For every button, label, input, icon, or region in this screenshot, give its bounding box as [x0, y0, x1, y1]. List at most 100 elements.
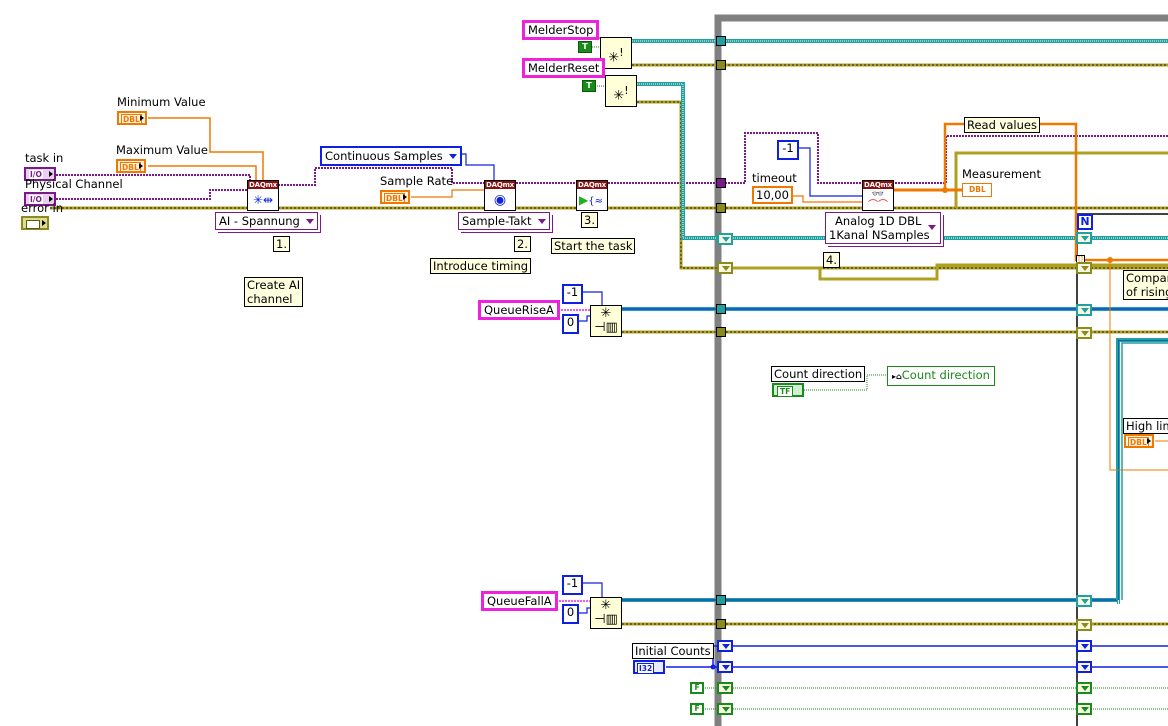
local-variable-icon: ▸⌂	[892, 372, 902, 381]
daqmx-header: DAQmx	[248, 181, 278, 189]
shift-register[interactable]	[717, 262, 733, 274]
high-limit-control[interactable]: DBL	[1124, 434, 1154, 448]
local-variable-text: Count direction	[901, 368, 990, 382]
count-direction-control[interactable]: TF	[772, 383, 804, 397]
dbl-type-tag: DBL	[384, 193, 405, 204]
high-limit-label: High lim	[1123, 418, 1168, 434]
io-type-tag: I/O	[29, 170, 43, 179]
measurement-indicator[interactable]: DBL	[962, 183, 992, 197]
shift-register[interactable]	[717, 640, 733, 652]
for-loop-tunnel	[1076, 682, 1092, 694]
wire-junction	[710, 664, 716, 670]
tf-type-tag: TF	[777, 386, 794, 397]
terminal-arrow-icon	[49, 171, 53, 177]
minimum-value-label: Minimum Value	[117, 95, 206, 109]
wire-read-values	[943, 122, 1168, 262]
daqmx-create-channel-node[interactable]: DAQmx✳︎⇹	[247, 180, 279, 211]
wire-read-samples	[795, 147, 862, 197]
count-direction-local-variable[interactable]: ▸⌂Count direction	[887, 366, 995, 386]
wire-rise-size	[579, 291, 603, 307]
melder-reset-constant[interactable]: MelderReset	[522, 58, 606, 78]
obtain-queue-fall-node[interactable]: ✳︎⊣▥	[590, 597, 622, 629]
melder-stop-constant[interactable]: MelderStop	[522, 20, 600, 40]
daqmx-header: DAQmx	[863, 181, 893, 189]
timing-selector[interactable]: Sample-Takt	[458, 212, 550, 230]
initial-counts-label: Initial Counts	[632, 643, 714, 659]
dbl-type-tag: DBL	[121, 114, 142, 125]
wire-initial-counts-2	[712, 645, 1168, 667]
shift-register[interactable]	[717, 682, 733, 694]
wire-task-1	[278, 167, 485, 186]
queue-rise-size-constant[interactable]: -1	[562, 284, 583, 304]
queue-fall-zero-constant[interactable]: 0	[562, 604, 579, 624]
false-constant[interactable]: F	[690, 682, 704, 694]
comment-line: Create AI	[247, 278, 301, 292]
terminal-arrow-icon	[139, 163, 143, 169]
dbl-type-tag: DBL	[969, 185, 986, 194]
terminal-arrow-icon	[49, 196, 53, 202]
wire-max-value	[148, 165, 257, 182]
dropdown-caret-icon	[448, 154, 457, 159]
read-values-comment: Read values	[964, 117, 1040, 133]
loop-tunnel	[716, 619, 726, 629]
measurement-label: Measurement	[962, 167, 1041, 181]
shift-register[interactable]	[717, 661, 733, 673]
for-loop-tunnel	[1076, 661, 1092, 673]
wire-task-3	[608, 132, 862, 184]
continuous-samples-constant[interactable]: Continuous Samples	[320, 146, 462, 166]
i32-type-tag: I32	[637, 663, 655, 674]
shift-register[interactable]	[717, 703, 733, 715]
terminal-arrow-icon	[1147, 438, 1151, 444]
terminal-arrow-icon	[42, 220, 46, 226]
for-loop-tunnel	[1076, 595, 1092, 607]
wire-melder-error-2d	[637, 101, 1168, 269]
obtain-notifier-reset-node[interactable]: ✳︎!	[605, 75, 637, 107]
daqmx-read-node[interactable]: DAQmx👓⌒⌒	[862, 180, 894, 211]
queue-fall-size-constant[interactable]: -1	[562, 575, 583, 595]
queue-fall-constant[interactable]: QueueFallA	[481, 591, 558, 611]
sample-rate-control[interactable]: DBL	[380, 190, 410, 204]
obtain-notifier-stop-node[interactable]: ✳︎!	[600, 37, 632, 69]
inner-structure-frame	[1117, 339, 1168, 604]
create-channel-selector[interactable]: AI - Spannung	[215, 212, 318, 230]
daqmx-header: DAQmx	[485, 181, 515, 189]
maximum-value-control[interactable]: DBL	[116, 159, 146, 173]
wire-rise-zero	[575, 315, 592, 322]
error-cluster-icon	[26, 220, 40, 229]
dbl-type-tag: DBL	[1128, 437, 1149, 448]
daqmx-start-task-node[interactable]: DAQmx ▶{≈	[576, 180, 608, 211]
physical-channel-control[interactable]: I/O	[24, 192, 56, 206]
false-constant[interactable]: F	[690, 703, 704, 715]
while-loop-frame	[714, 14, 1168, 726]
timeout-constant[interactable]: 10,00	[752, 186, 793, 204]
start-task-icon: ▶{≈	[579, 193, 603, 207]
error-in-control[interactable]	[21, 216, 49, 230]
selector-text: Sample-Takt	[462, 214, 532, 228]
true-constant[interactable]: T	[582, 80, 596, 92]
obtain-queue-rise-node[interactable]: ✳︎⊣▥	[590, 305, 622, 337]
minimum-value-control[interactable]: DBL	[117, 111, 147, 125]
queue-rise-zero-constant[interactable]: 0	[562, 314, 579, 334]
step-1-label: 1.	[273, 236, 290, 252]
task-in-control[interactable]: I/O	[24, 167, 56, 181]
queue-rise-constant[interactable]: QueueRiseA	[478, 300, 560, 320]
step-2-label: 2.	[514, 236, 531, 252]
queue-icon: ✳︎⊣▥	[594, 598, 618, 627]
dropdown-caret-icon	[537, 219, 546, 224]
introduce-timing-comment: Introduce timing	[430, 258, 532, 274]
wire-task-4	[862, 135, 1168, 184]
shift-register[interactable]	[717, 233, 733, 245]
daqmx-header: DAQmx	[577, 181, 607, 189]
comment-line: Compar	[1126, 271, 1168, 285]
loop-tunnel	[716, 595, 726, 605]
for-loop-tunnel	[1076, 619, 1092, 631]
read-samples-constant[interactable]: -1	[777, 140, 799, 160]
read-glasses-icon: 👓⌒⌒	[868, 189, 888, 211]
true-constant[interactable]: T	[578, 41, 592, 53]
for-loop-tunnel	[1076, 304, 1092, 316]
step-4-label: 4.	[823, 252, 840, 268]
for-loop-count-terminal[interactable]: N	[1077, 214, 1093, 230]
daqmx-timing-node[interactable]: DAQmx◉	[484, 180, 516, 211]
initial-counts-control[interactable]: I32	[633, 660, 665, 674]
